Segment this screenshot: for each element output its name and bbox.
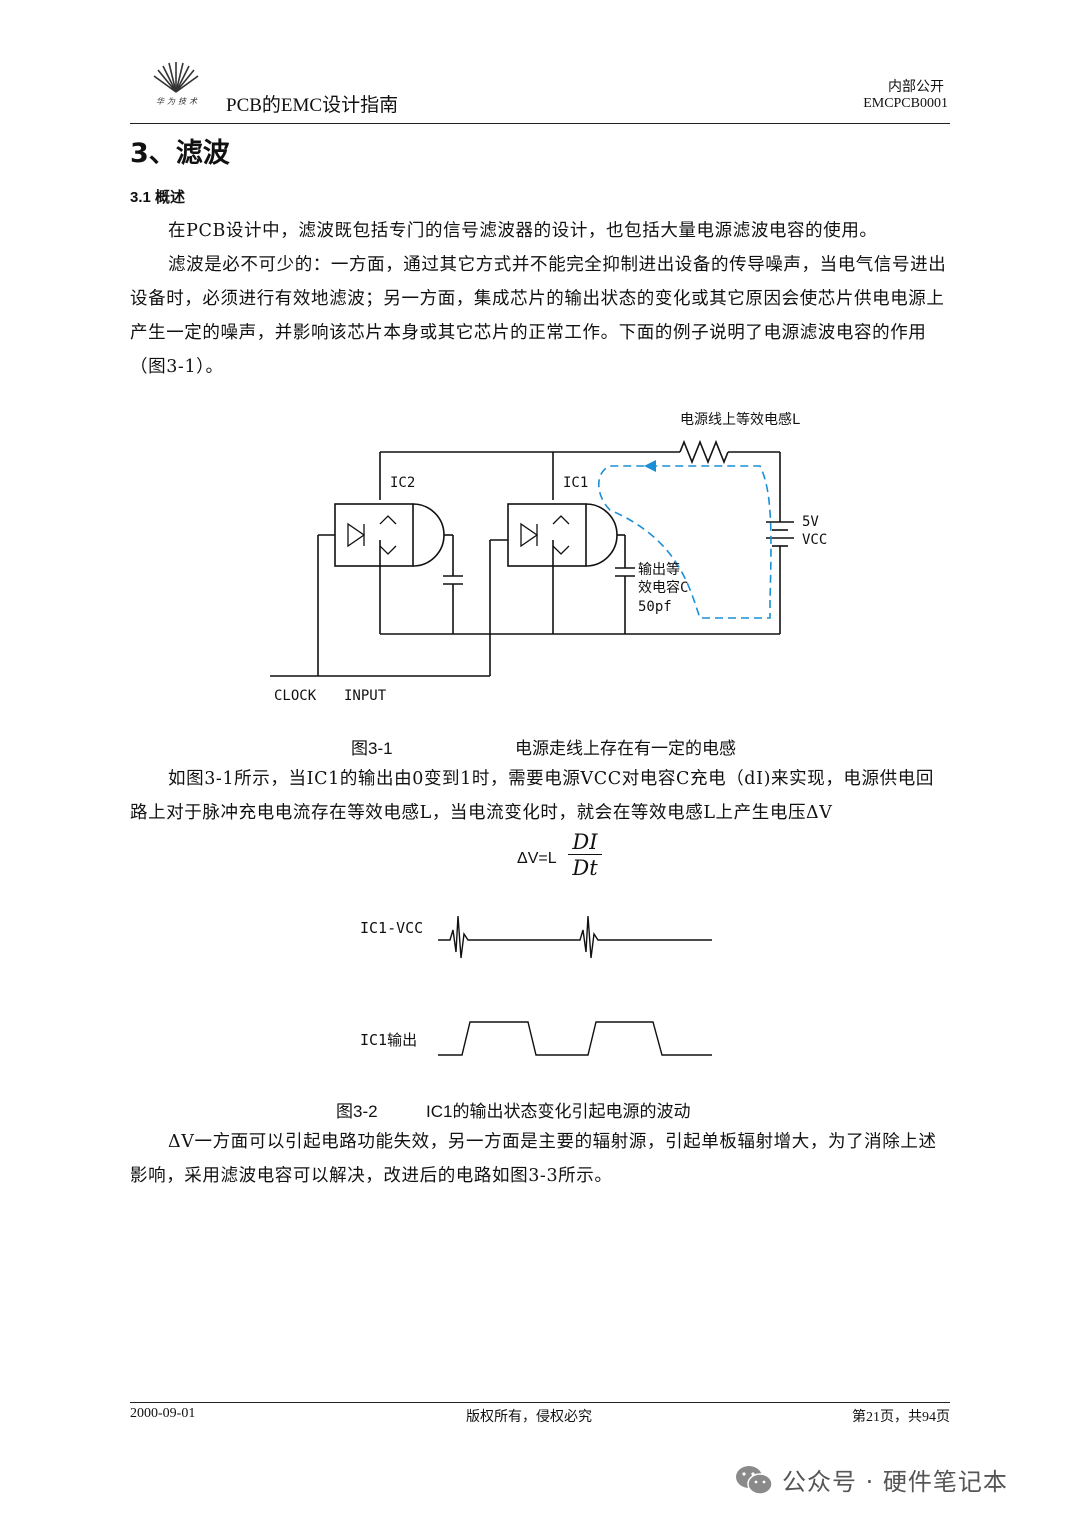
footer-divider [130,1402,950,1403]
wechat-icon [736,1465,773,1495]
subsection-title: 3.1 概述 [130,189,186,206]
footer-copyright: 版权所有，侵权必究 [466,1410,592,1425]
footer-page: 第21页，共94页 [852,1410,950,1425]
paragraph-4-block: ΔV一方面可以引起电路功能失效，另一方面是主要的辐射源，引起单板辐射增大，为了消… [130,1125,950,1193]
figure-3-1-caption-number: 图3-1 [351,739,393,758]
figure-3-2-waveforms: IC1-VCC IC1输出 [360,915,712,1056]
vcc-label-5v: 5V [802,514,819,530]
footer-date: 2000-09-01 [130,1406,196,1421]
paragraph-3: 如图3-1所示，当IC1的输出由0变到1时，需要电源VCC对电容C充电（dI)来… [130,769,934,823]
formula-fraction: DI Dt [568,830,602,881]
current-arrow [644,460,656,472]
formula-numerator: DI [572,830,598,854]
formula-bar [568,854,602,855]
intro-paragraphs: 在PCB设计中，滤波既包括专门的信号滤波器的设计，也包括大量电源滤波电容的使用。… [130,214,950,384]
watermark: 公众号 · 硬件笔记本 [734,1462,1008,1497]
figure-3-2-caption-number: 图3-2 [336,1102,378,1121]
paragraph-4: ΔV一方面可以引起电路功能失效，另一方面是主要的辐射源，引起单板辐射增大，为了消… [130,1132,937,1186]
paragraph-2: 滤波是必不可少的：一方面，通过其它方式并不能完全抑制进出设备的传导噪声，当电气信… [130,255,947,377]
figure-3-1-caption-text: 电源走线上存在有一定的电感 [515,739,736,758]
formula-denominator: Dt [572,856,598,880]
input-label: INPUT [344,688,387,704]
watermark-text: 公众号 · 硬件笔记本 [782,1468,1008,1496]
header-divider [130,123,950,124]
paragraph-1: 在PCB设计中，滤波既包括专门的信号滤波器的设计，也包括大量电源滤波电容的使用。 [168,221,878,241]
logo-text: 华为技术 [156,97,200,106]
current-loop [597,465,772,619]
classification: 内部公开 [888,80,944,95]
ic1-out-label: IC1输出 [360,1031,417,1049]
inductor-label: 电源线上等效电感L [680,411,800,428]
cap-label-line3: 50pf [638,599,672,615]
output-waveform [438,1021,712,1056]
cap-label-line2: 效电容C [638,579,688,596]
paragraph-3-block: 如图3-1所示，当IC1的输出由0变到1时，需要电源VCC对电容C充电（dI)来… [130,762,950,830]
figure-3-2-caption-text: IC1的输出状态变化引起电源的波动 [426,1102,691,1121]
cap-label-line1: 输出等 [638,561,680,578]
ic1-vcc-label: IC1-VCC [360,919,423,937]
figure-3-1-circuit: 电源线上等效电感L IC2 IC1 5V VCC 输出等 效电容C 50pf C… [270,411,827,704]
vcc-waveform [438,915,712,959]
clock-label: CLOCK [274,688,317,704]
ic2-label: IC2 [390,475,415,491]
section-title: 3、滤波 [130,138,230,169]
doc-id: EMCPCB0001 [863,96,948,111]
ic1-label: IC1 [563,475,588,491]
vcc-label: VCC [802,532,827,548]
formula-lhs: ΔV=L [517,850,557,867]
doc-title: PCB的EMC设计指南 [226,95,399,116]
logo-icon [153,62,199,93]
